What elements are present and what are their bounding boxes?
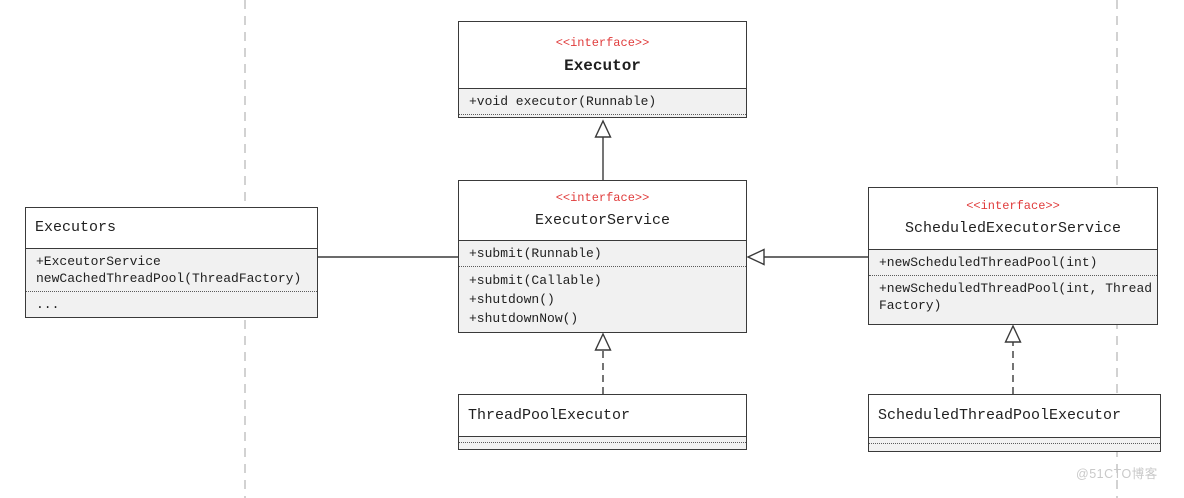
method-section: +newScheduledThreadPool(int, Thread Fact…: [869, 276, 1157, 324]
empty-section: [459, 443, 746, 449]
class-name: ScheduledExecutorService: [904, 220, 1122, 237]
class-box-executors: Executors +ExceutorService newCachedThre…: [25, 207, 318, 318]
class-name: ExecutorService: [534, 212, 671, 229]
hollow-triangle-arrowhead-up: [594, 119, 612, 138]
method-section: +void executor(Runnable): [459, 89, 746, 115]
class-name: ThreadPoolExecutor: [468, 406, 631, 424]
method-section: +submit(Runnable): [459, 241, 746, 267]
members-compartment: +submit(Runnable) +submit(Callable) +shu…: [459, 240, 746, 332]
ellipsis-label: ...: [36, 297, 60, 312]
method-section: +ExceutorService newCachedThreadPool(Thr…: [26, 249, 317, 292]
class-name: Executor: [564, 56, 641, 75]
method-section: +newScheduledThreadPool(int): [869, 250, 1157, 276]
stereotype-label: <<interface>>: [555, 35, 650, 50]
method-label: +void executor(Runnable): [469, 94, 657, 109]
class-title-compartment: ThreadPoolExecutor: [459, 395, 746, 436]
class-title-compartment: ScheduledThreadPoolExecutor: [869, 395, 1160, 437]
hollow-triangle-arrowhead-left: [746, 248, 765, 266]
hollow-triangle-arrowhead-up: [594, 332, 612, 351]
class-box-executorservice: <<interface>> ExecutorService +submit(Ru…: [458, 180, 747, 333]
class-name: Executors: [35, 219, 117, 236]
class-title-compartment: <<interface>> ScheduledExecutorService: [869, 188, 1157, 249]
members-compartment: +void executor(Runnable): [459, 88, 746, 117]
class-title-compartment: Executors: [26, 208, 317, 248]
empty-section: [869, 444, 1160, 451]
method-label: Factory): [879, 298, 942, 313]
members-compartment: +newScheduledThreadPool(int) +newSchedul…: [869, 249, 1157, 324]
members-compartment: [459, 436, 746, 449]
method-section: +submit(Callable) +shutdown() +shutdownN…: [459, 267, 746, 332]
method-label: +newScheduledThreadPool(int): [879, 255, 1098, 270]
stereotype-label: <<interface>>: [966, 199, 1060, 213]
class-box-scheduledthreadpoolexecutor: ScheduledThreadPoolExecutor: [868, 394, 1161, 452]
method-label: +submit(Callable): [469, 273, 602, 288]
method-label: +ExceutorService: [36, 254, 161, 269]
method-label: +submit(Runnable): [469, 246, 602, 261]
class-title-compartment: <<interface>> ExecutorService: [459, 181, 746, 240]
method-label: newCachedThreadPool(ThreadFactory): [36, 271, 302, 286]
method-label: +shutdownNow(): [469, 311, 579, 326]
empty-section: [869, 438, 1160, 444]
hollow-triangle-arrowhead-up: [1004, 324, 1022, 343]
empty-section: [459, 437, 746, 443]
stereotype-label: <<interface>>: [555, 191, 650, 205]
class-box-executor: <<interface>> Executor +void executor(Ru…: [458, 21, 747, 118]
members-compartment: [869, 437, 1160, 451]
empty-section: [459, 115, 746, 117]
class-title-compartment: <<interface>> Executor: [459, 22, 746, 88]
method-label: +shutdown(): [469, 292, 555, 307]
method-label: +newScheduledThreadPool(int, Thread: [879, 281, 1153, 296]
class-box-scheduledexecutorservice: <<interface>> ScheduledExecutorService +…: [868, 187, 1158, 325]
class-name: ScheduledThreadPoolExecutor: [878, 407, 1122, 424]
watermark-51cto: @51CTO博客: [1076, 467, 1158, 481]
class-box-threadpoolexecutor: ThreadPoolExecutor: [458, 394, 747, 450]
method-section: ...: [26, 292, 317, 317]
members-compartment: +ExceutorService newCachedThreadPool(Thr…: [26, 248, 317, 317]
